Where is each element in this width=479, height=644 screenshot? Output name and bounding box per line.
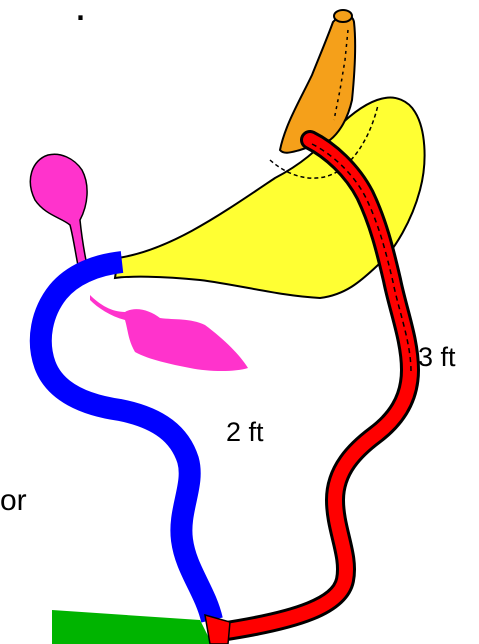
pink-part	[90, 295, 248, 371]
tube-junction	[205, 615, 230, 644]
pink-drop	[30, 154, 90, 280]
yellow-bell	[115, 98, 425, 298]
tip-cap	[334, 10, 352, 22]
green-tube	[52, 610, 212, 644]
length-label-3ft: 3 ft	[418, 344, 456, 371]
length-label-2ft: 2 ft	[226, 419, 264, 446]
cut-text-left: or	[0, 486, 27, 516]
cut-text-top: ‘ ’ .	[20, 0, 90, 28]
